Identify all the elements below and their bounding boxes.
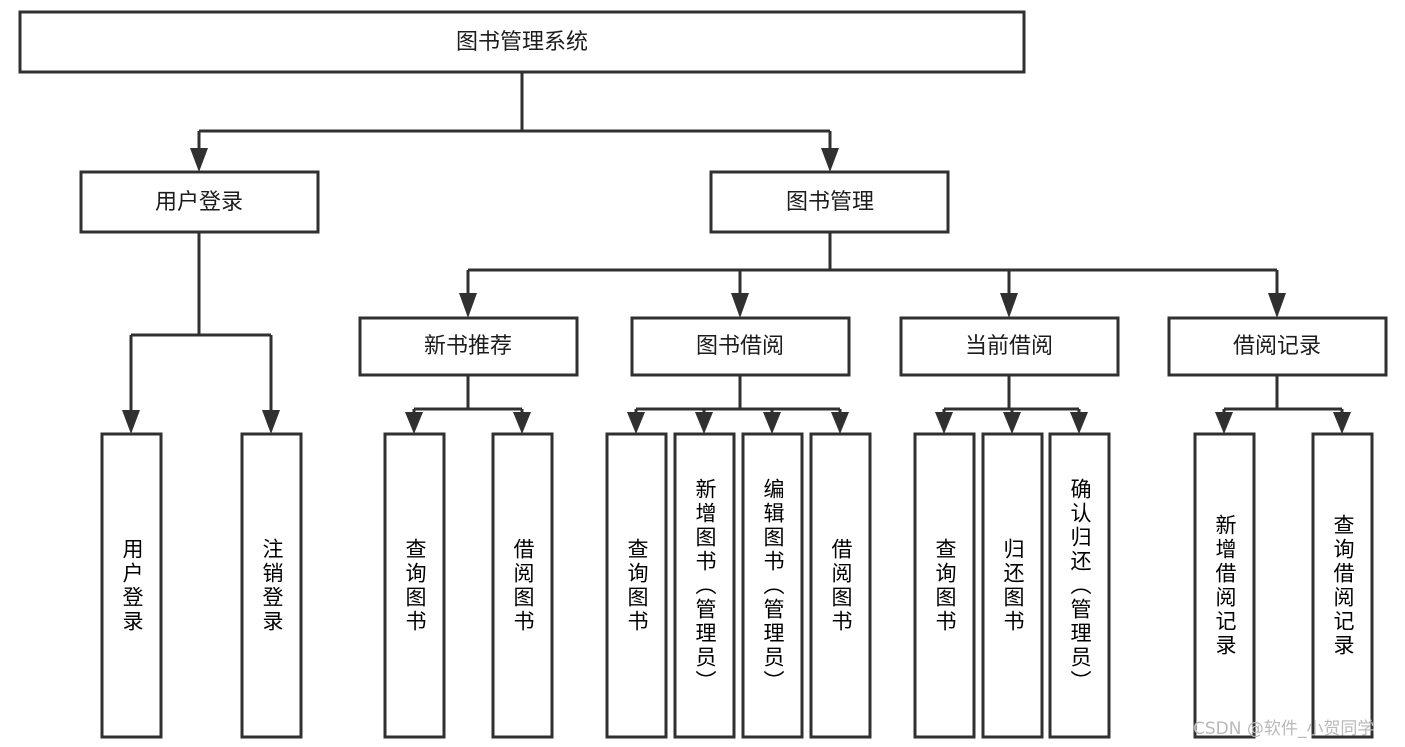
- node-label-user-login: 用户登录: [155, 190, 243, 215]
- arrowhead-bb-borrow: [831, 412, 849, 434]
- arrowhead-bb-edit: [763, 412, 781, 434]
- arrowhead-br-query: [1333, 412, 1351, 434]
- arrowhead-leaf-user-login: [122, 410, 140, 434]
- node-new-book-recommend-box[interactable]: [358, 316, 579, 377]
- arrowhead-nb-borrow: [513, 412, 531, 434]
- leaf-box-user-login[interactable]: [100, 432, 163, 739]
- node-label-root: 图书管理系统: [456, 30, 588, 55]
- leaf-box-cb-query-book[interactable]: [913, 432, 976, 739]
- arrowhead-borrow-record: [1268, 293, 1286, 318]
- arrowhead-bb-add: [695, 412, 713, 434]
- edge-layer: [122, 72, 1351, 434]
- arrowhead-bb-query: [627, 412, 645, 434]
- node-label-book-management: 图书管理: [786, 190, 874, 215]
- node-book-management-box[interactable]: [709, 170, 950, 234]
- arrowhead-nb-query: [405, 412, 423, 434]
- node-label-borrow-record: 借阅记录: [1233, 334, 1321, 359]
- node-borrow-record-box[interactable]: [1167, 316, 1388, 377]
- node-label-book-borrow: 图书借阅: [696, 334, 784, 359]
- arrowhead-user-login: [190, 148, 208, 172]
- arrowhead-cb-query: [935, 412, 953, 434]
- node-label-new-book-recommend: 新书推荐: [424, 334, 512, 359]
- horizontal-label-layer: 图书管理系统 用户登录 图书管理 新书推荐 图书借阅 当前借阅 借阅记录: [155, 30, 1321, 359]
- arrowhead-cb-return: [1003, 412, 1021, 434]
- node-current-borrow-box[interactable]: [899, 316, 1120, 377]
- leaf-box-nb-query-book[interactable]: [383, 432, 446, 739]
- leaf-box-br-add-record[interactable]: [1193, 432, 1256, 739]
- leaf-box-bb-edit-book[interactable]: [741, 432, 804, 739]
- arrowhead-new-book: [459, 293, 477, 318]
- leaf-box-cb-return-book[interactable]: [981, 432, 1044, 739]
- arrowhead-br-add: [1215, 412, 1233, 434]
- leaf-box-br-query-record[interactable]: [1311, 432, 1374, 739]
- node-root-box[interactable]: [18, 10, 1026, 74]
- arrowhead-book-borrow: [731, 293, 749, 318]
- node-user-login-box[interactable]: [79, 170, 320, 234]
- leaf-box-bb-borrow-book[interactable]: [809, 432, 872, 739]
- watermark-text: CSDN @软件_小贺同学: [1193, 719, 1375, 739]
- node-label-current-borrow: 当前借阅: [965, 334, 1053, 359]
- leaf-box-logout[interactable]: [240, 432, 303, 739]
- leaf-box-nb-borrow-book[interactable]: [491, 432, 554, 739]
- arrowhead-book-mgmt: [821, 148, 839, 172]
- arrowhead-current-borrow: [1000, 293, 1018, 318]
- node-book-borrow-box[interactable]: [630, 316, 851, 377]
- leaf-box-bb-query-book[interactable]: [605, 432, 668, 739]
- arrowhead-cb-confirm: [1070, 412, 1088, 434]
- leaf-box-cb-confirm-return[interactable]: [1048, 432, 1111, 739]
- node-layer: [18, 10, 1388, 739]
- arrowhead-leaf-logout: [262, 410, 280, 434]
- leaf-box-bb-add-book[interactable]: [673, 432, 736, 739]
